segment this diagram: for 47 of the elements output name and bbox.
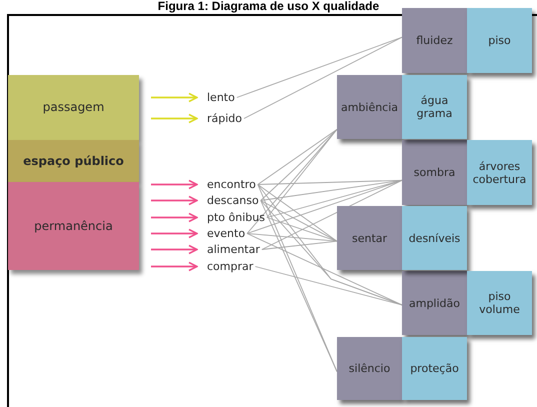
arrow — [151, 180, 198, 190]
arrow — [151, 228, 198, 238]
arrow — [151, 114, 198, 124]
arrow — [151, 196, 198, 206]
connector-line — [261, 180, 402, 250]
use-band: permanência — [8, 182, 139, 270]
connector-line — [266, 180, 402, 218]
connector-line — [236, 36, 402, 98]
element-box: piso volume — [467, 271, 532, 335]
connector-line — [246, 233, 402, 306]
element-box: água grama — [402, 75, 467, 139]
quality-box: ambiência — [337, 75, 402, 139]
connector-line — [266, 217, 338, 242]
element-box: piso — [467, 8, 532, 73]
element-box: desníveis — [402, 206, 467, 270]
arrow — [151, 262, 198, 272]
use-label: pto ônibus — [207, 211, 265, 224]
use-label: comprar — [207, 260, 254, 273]
use-band: passagem — [8, 75, 139, 140]
connector-line — [260, 200, 338, 242]
figure-title: Figura 1: Diagrama de uso X qualidade — [156, 0, 380, 13]
use-label: lento — [207, 91, 235, 104]
connector-line — [246, 128, 338, 234]
quality-box: sombra — [402, 140, 467, 205]
use-label: descanso — [207, 194, 259, 207]
connector-line — [254, 266, 402, 306]
quality-box: sentar — [337, 206, 402, 270]
connector-line — [260, 128, 338, 201]
quality-box: amplidão — [402, 271, 467, 335]
connector-line — [260, 180, 402, 201]
arrow — [151, 212, 198, 222]
arrow — [151, 92, 198, 102]
quality-box: fluidez — [402, 8, 467, 73]
use-label: rápido — [207, 112, 242, 125]
connector-line — [257, 128, 338, 185]
use-label: evento — [207, 227, 246, 240]
connector-line — [257, 184, 338, 242]
use-label: encontro — [207, 178, 256, 191]
connector-line — [261, 240, 338, 250]
connector-line — [244, 36, 402, 119]
element-box: árvores cobertura — [467, 140, 532, 205]
use-label: alimentar — [207, 243, 260, 256]
arrow — [151, 244, 198, 254]
element-box: proteção — [402, 337, 467, 400]
quality-box: silêncio — [337, 337, 402, 400]
connector-line — [246, 233, 338, 242]
category-band: espaço público — [8, 140, 139, 182]
